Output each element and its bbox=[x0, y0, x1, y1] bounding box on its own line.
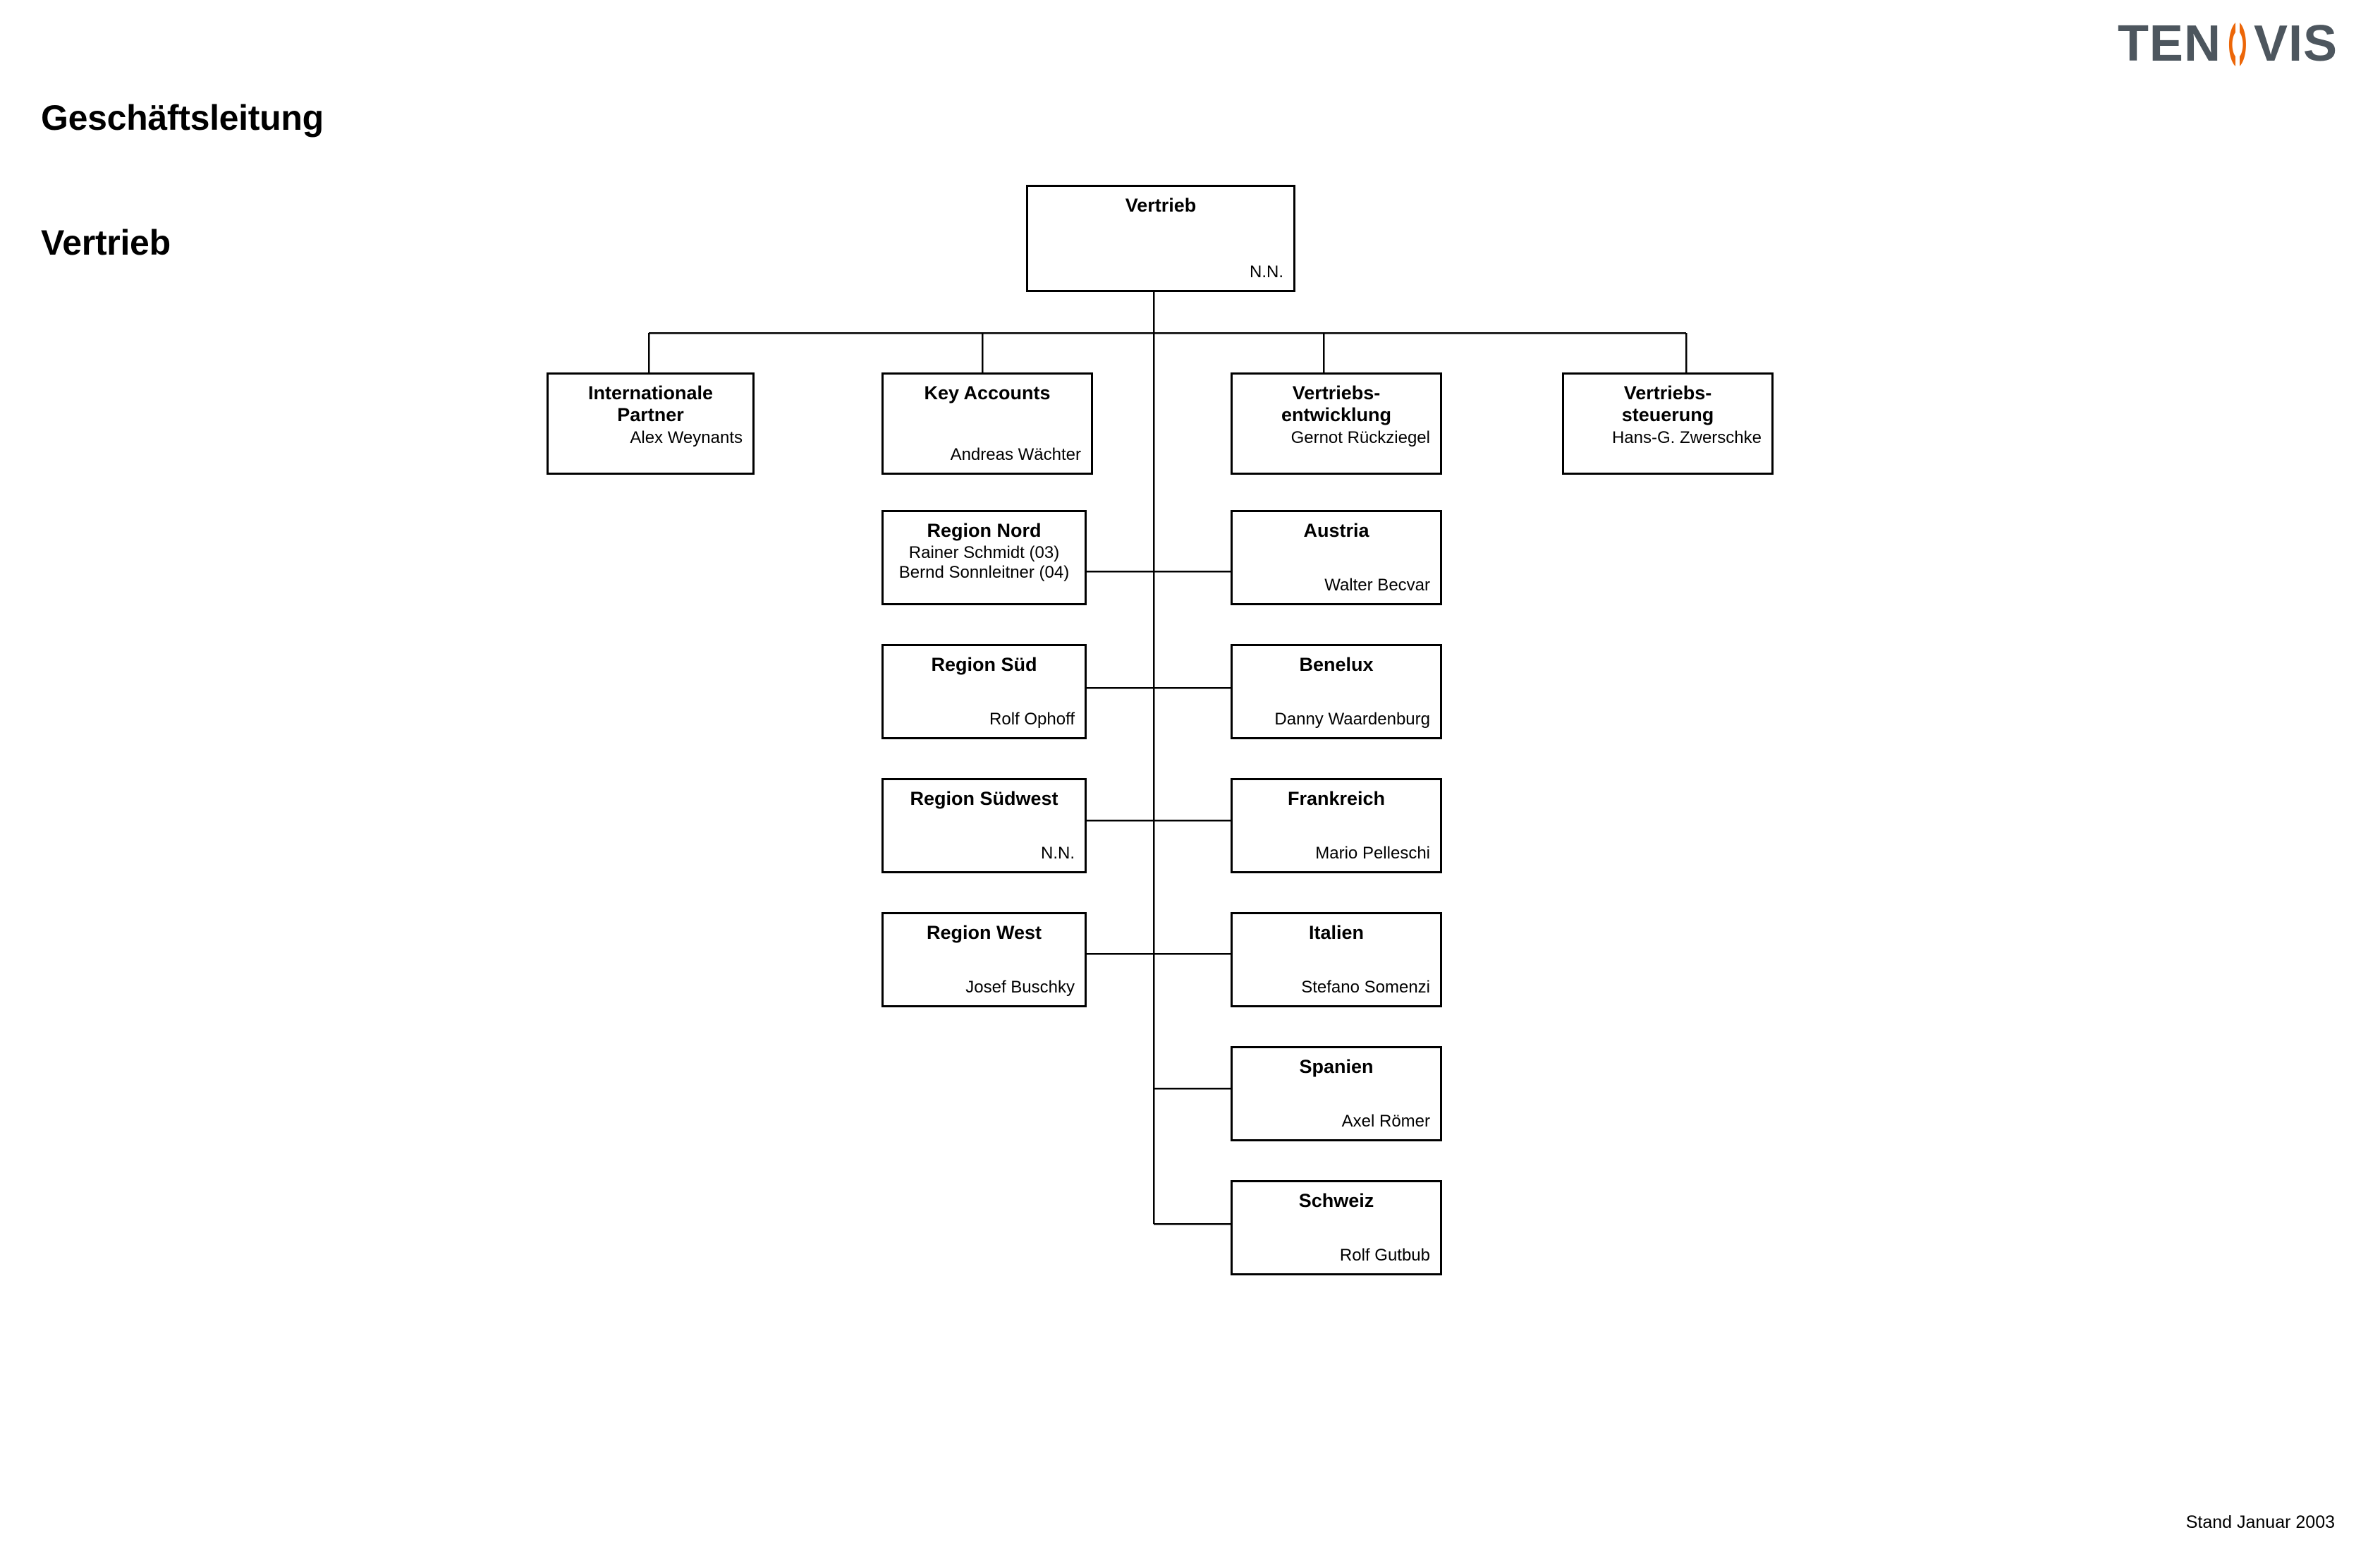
node-title: Region Nord bbox=[927, 520, 1042, 541]
person-name: N.N. bbox=[1250, 262, 1283, 282]
node-vertriebsentwicklung[interactable]: Vertriebs- entwicklung Gernot Rückziegel bbox=[1231, 372, 1442, 475]
person-name: Walter Becvar bbox=[1324, 576, 1430, 595]
page-title-line-2: Vertrieb bbox=[41, 223, 171, 262]
logo-wordmark: TEN VIS bbox=[2118, 18, 2338, 69]
person-name: Hans-G. Zwerschke bbox=[1611, 427, 1762, 447]
node-title: Key Accounts bbox=[924, 382, 1051, 403]
page-title: Geschäftsleitung Vertrieb bbox=[41, 14, 324, 347]
node-key-accounts[interactable]: Key Accounts Andreas Wächter bbox=[881, 372, 1093, 475]
node-title: Austria bbox=[1303, 520, 1369, 541]
node-people: Rolf Ophoff bbox=[893, 710, 1075, 729]
logo-text-vis: VIS bbox=[2253, 16, 2338, 72]
person-name: Rainer Schmidt (03) bbox=[908, 543, 1060, 563]
person-name: Stefano Somenzi bbox=[1301, 978, 1430, 997]
node-people: N.N. bbox=[893, 844, 1075, 863]
node-spanien[interactable]: Spanien Axel Römer bbox=[1231, 1046, 1442, 1141]
node-schweiz[interactable]: Schweiz Rolf Gutbub bbox=[1231, 1180, 1442, 1275]
person-name: N.N. bbox=[1041, 844, 1075, 863]
orange-lens-icon bbox=[2223, 21, 2252, 68]
node-italien[interactable]: Italien Stefano Somenzi bbox=[1231, 912, 1442, 1007]
node-people: Rainer Schmidt (03) Bernd Sonnleitner (0… bbox=[893, 543, 1075, 583]
node-internationale-partner[interactable]: Internationale Partner Alex Weynants bbox=[547, 372, 755, 475]
node-title: Internationale Partner bbox=[587, 382, 714, 426]
person-name: Bernd Sonnleitner (04) bbox=[898, 563, 1070, 583]
node-people: Stefano Somenzi bbox=[1243, 978, 1430, 997]
person-name: Rolf Ophoff bbox=[989, 710, 1075, 729]
node-title: Vertriebs- steuerung bbox=[1621, 382, 1714, 426]
node-title: Region Süd bbox=[931, 654, 1037, 675]
node-title: Schweiz bbox=[1298, 1190, 1374, 1211]
node-region-suedwest[interactable]: Region Südwest N.N. bbox=[881, 778, 1087, 873]
node-vertriebssteuerung[interactable]: Vertriebs- steuerung Hans-G. Zwerschke bbox=[1562, 372, 1774, 475]
node-title: Benelux bbox=[1299, 654, 1374, 675]
person-name: Rolf Gutbub bbox=[1339, 1246, 1430, 1265]
node-benelux[interactable]: Benelux Danny Waardenburg bbox=[1231, 644, 1442, 739]
status-note: Stand Januar 2003 bbox=[2185, 1512, 2335, 1532]
node-region-west[interactable]: Region West Josef Buschky bbox=[881, 912, 1087, 1007]
person-name: Gernot Rückziegel bbox=[1290, 427, 1430, 447]
node-title: Region West bbox=[926, 922, 1042, 943]
node-austria[interactable]: Austria Walter Becvar bbox=[1231, 510, 1442, 605]
person-name: Andreas Wächter bbox=[950, 445, 1081, 465]
person-name: Mario Pelleschi bbox=[1315, 844, 1430, 863]
person-name: Danny Waardenburg bbox=[1274, 710, 1430, 729]
node-people: Walter Becvar bbox=[1243, 576, 1430, 595]
page-title-line-1: Geschäftsleitung bbox=[41, 98, 324, 138]
node-title: Italien bbox=[1308, 922, 1365, 943]
node-title: Region Südwest bbox=[910, 788, 1058, 809]
node-people: Rolf Gutbub bbox=[1243, 1246, 1430, 1265]
node-people: Hans-G. Zwerschke bbox=[1574, 428, 1762, 448]
node-people: Danny Waardenburg bbox=[1243, 710, 1430, 729]
node-people: Andreas Wächter bbox=[893, 445, 1081, 465]
node-people: Mario Pelleschi bbox=[1243, 844, 1430, 863]
node-vertrieb[interactable]: Vertrieb N.N. bbox=[1026, 185, 1295, 292]
person-name: Axel Römer bbox=[1341, 1112, 1430, 1131]
tenovis-logo: TEN VIS bbox=[2118, 16, 2338, 72]
node-title: Vertriebs- entwicklung bbox=[1281, 382, 1391, 426]
node-region-nord[interactable]: Region Nord Rainer Schmidt (03) Bernd So… bbox=[881, 510, 1087, 605]
person-name: Alex Weynants bbox=[630, 427, 743, 447]
node-people: N.N. bbox=[1038, 262, 1283, 282]
node-frankreich[interactable]: Frankreich Mario Pelleschi bbox=[1231, 778, 1442, 873]
node-people: Josef Buschky bbox=[893, 978, 1075, 997]
node-region-sued[interactable]: Region Süd Rolf Ophoff bbox=[881, 644, 1087, 739]
person-name: Josef Buschky bbox=[965, 978, 1075, 997]
node-title: Vertrieb bbox=[1125, 195, 1197, 216]
node-title: Spanien bbox=[1299, 1056, 1374, 1077]
node-people: Axel Römer bbox=[1243, 1112, 1430, 1131]
node-people: Alex Weynants bbox=[559, 428, 743, 448]
node-title: Frankreich bbox=[1287, 788, 1386, 809]
logo-text-ten: TEN bbox=[2117, 16, 2221, 72]
node-people: Gernot Rückziegel bbox=[1243, 428, 1430, 448]
